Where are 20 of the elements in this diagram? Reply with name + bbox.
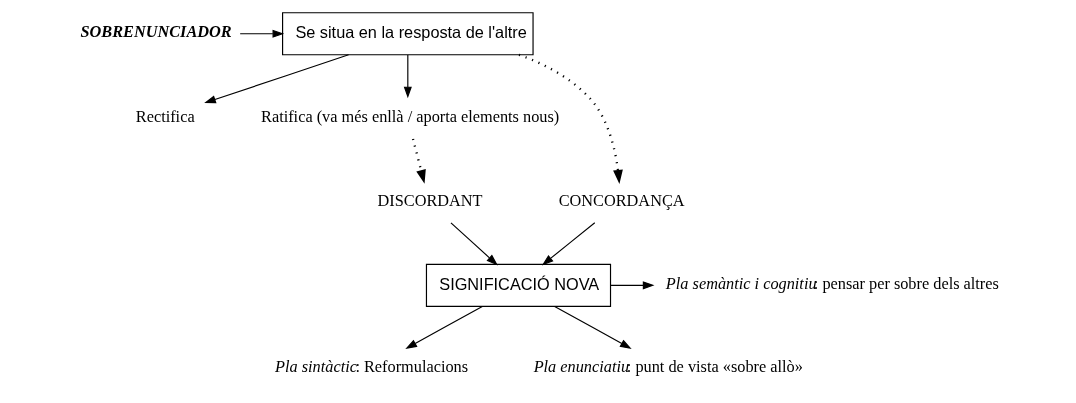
node-box: Se situa en la resposta de l'altre bbox=[282, 12, 534, 56]
node-text: Ratifica (va més enllà / aporta elements nous) bbox=[261, 106, 560, 126]
arrow bbox=[204, 54, 350, 104]
arrow bbox=[411, 138, 426, 184]
arrow bbox=[403, 54, 412, 99]
node-box: SIGNIFICACIÓ NOVA bbox=[425, 263, 612, 307]
node-text: Rectifica bbox=[135, 106, 195, 126]
node-text: DISCORDANT bbox=[377, 190, 483, 210]
arrow bbox=[541, 222, 596, 266]
arrow bbox=[405, 305, 483, 349]
node-text: SOBRENUNCIADOR bbox=[80, 21, 232, 41]
arrow bbox=[518, 53, 623, 184]
node-text: Pla semàntic i cognitiu: pensar per sobre dels altres bbox=[665, 273, 999, 293]
arrow bbox=[450, 222, 498, 266]
arrow bbox=[239, 29, 285, 38]
arrow bbox=[554, 305, 632, 349]
node-text: Pla sintàctic: Reformulacions bbox=[275, 357, 469, 377]
node-text: CONCORDANÇA bbox=[558, 190, 685, 210]
arrow bbox=[609, 281, 655, 290]
node-text: Pla enunciatiu: punt de vista «sobre allò» bbox=[533, 357, 803, 377]
